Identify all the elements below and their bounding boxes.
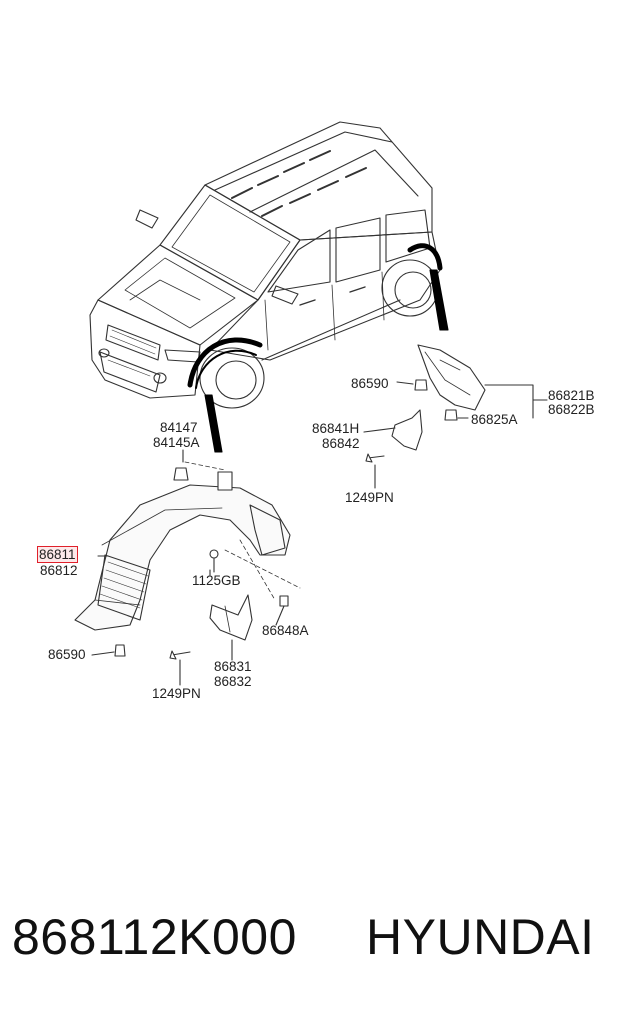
label-86831[interactable]: 86831 bbox=[214, 659, 252, 674]
diagram-drawing bbox=[74, 121, 548, 686]
label-86590-rear[interactable]: 86590 bbox=[351, 376, 389, 391]
rear-leader bbox=[429, 269, 449, 331]
front-wheel-guard-drawing bbox=[74, 471, 291, 631]
brand-caption: HYUNDAI bbox=[366, 909, 595, 965]
label-86825a[interactable]: 86825A bbox=[471, 412, 518, 427]
car-illustration bbox=[89, 121, 443, 409]
part-number-caption: 868112K000 bbox=[12, 909, 297, 965]
front-leader bbox=[204, 394, 223, 453]
label-84145a[interactable]: 84145A bbox=[153, 435, 200, 450]
label-86811-highlighted[interactable]: 86811 bbox=[37, 546, 78, 563]
label-86842[interactable]: 86842 bbox=[322, 436, 360, 451]
rear-wheel-guard-drawing bbox=[391, 344, 486, 451]
label-86812[interactable]: 86812 bbox=[40, 563, 78, 578]
label-1125gb[interactable]: 1125GB bbox=[192, 573, 241, 588]
label-84147[interactable]: 84147 bbox=[160, 420, 198, 435]
label-1249pn-front[interactable]: 1249PN bbox=[152, 686, 201, 701]
label-86841h[interactable]: 86841H bbox=[312, 421, 360, 436]
part-footer: 868112K000 HYUNDAI bbox=[0, 905, 620, 975]
label-1249pn-rear[interactable]: 1249PN bbox=[345, 490, 394, 505]
label-86832[interactable]: 86832 bbox=[214, 674, 252, 689]
label-86848a[interactable]: 86848A bbox=[262, 623, 309, 638]
parts-diagram: 84147 84145A 86811 86812 86590 1125GB 86… bbox=[37, 121, 595, 701]
label-86821b[interactable]: 86821B bbox=[548, 388, 595, 403]
label-86590-front[interactable]: 86590 bbox=[48, 647, 86, 662]
label-86822b[interactable]: 86822B bbox=[548, 402, 595, 417]
